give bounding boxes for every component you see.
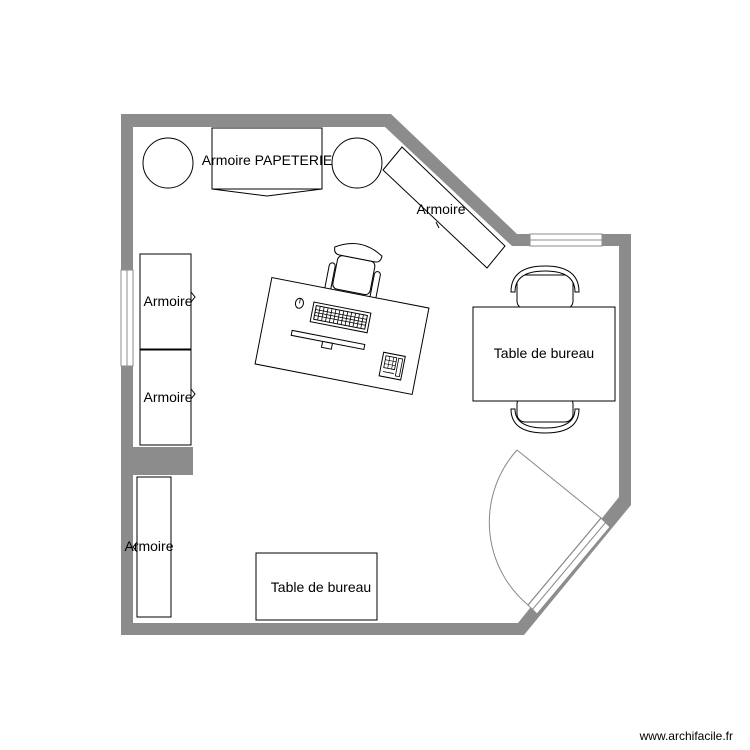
table-bottom-label: Table de bureau [271,579,371,595]
armoire-bottom-left: Armoire [124,476,174,618]
armoire-left-bottom: Armoire [139,349,196,446]
door-leaf [527,517,602,606]
chair-bottom [510,395,580,434]
armoire-diagonal-label: Armoire [416,201,465,217]
door-leaf-open [516,449,602,519]
door [488,449,602,606]
table-bottom-group: Table de bureau [255,552,378,621]
armoire-bottom-left-label: Armoire [124,538,173,554]
armoire-left-top-label: Armoire [143,293,192,309]
armoire-left-bottom-label: Armoire [143,389,192,405]
plant-right [331,137,383,189]
rotated-desk-workstation [254,243,430,396]
chair-top [510,265,580,310]
armoire-left-top: Armoire [139,253,196,350]
desk-chair [324,243,383,302]
desk-top [254,276,430,396]
monitor [290,329,366,351]
plant-left [142,137,194,189]
armoire-papeterie-label: Armoire PAPETERIE [202,152,332,168]
phone [378,351,406,381]
watermark: www.archifacile.fr [639,729,733,743]
table-bottom [255,552,378,621]
keyboard [309,301,372,334]
wall-stub [121,447,193,475]
table-right [472,306,616,402]
walls [120,114,631,635]
table-right-label: Table de bureau [494,345,594,361]
mouse [294,297,305,309]
table-right-group: Table de bureau [472,265,616,434]
door-swing-arc [488,449,529,606]
armoire-papeterie: Armoire PAPETERIE [202,127,332,197]
armoire-diagonal: Armoire [382,146,506,269]
